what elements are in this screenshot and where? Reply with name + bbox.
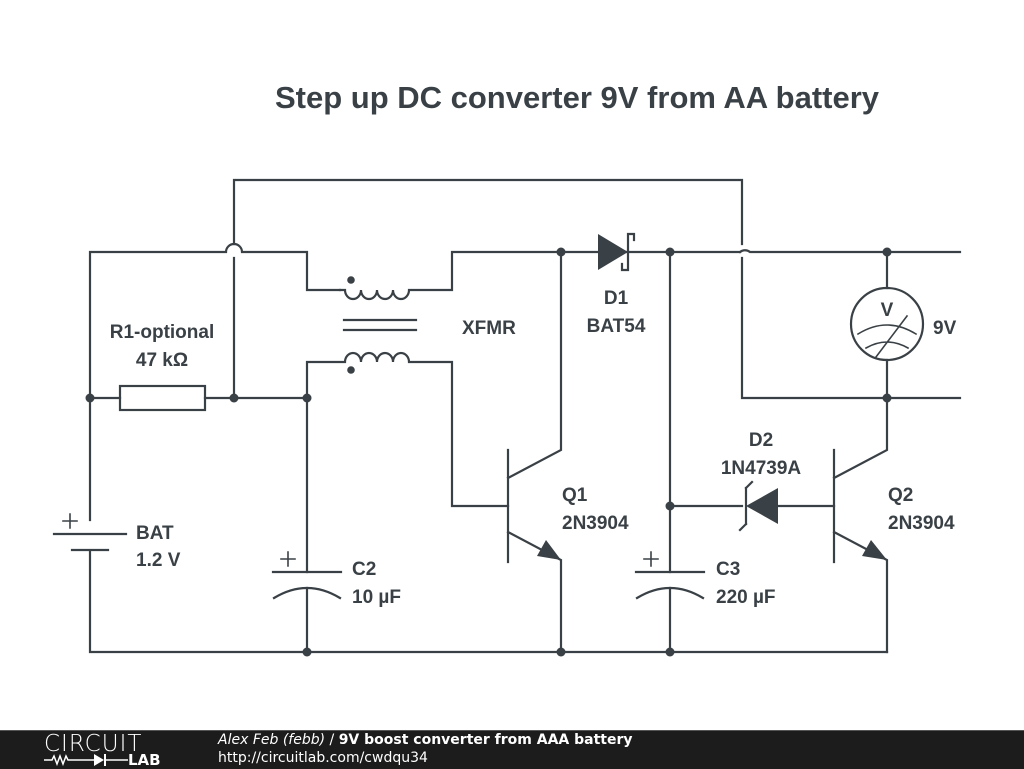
junction-dot <box>556 247 566 257</box>
capacitor-c2-plus-icon <box>280 551 296 567</box>
diode-d1-cathode <box>620 232 636 272</box>
capacitor-c3-curve <box>635 587 705 600</box>
r1-name-label: R1-optional <box>110 322 215 343</box>
d1-value-label: BAT54 <box>587 316 646 337</box>
c2-name-label: C2 <box>352 559 376 580</box>
resistor-r1 <box>118 384 207 412</box>
junction-dot <box>882 247 892 257</box>
circuit-url-link[interactable]: http://circuitlab.com/cwdqu34 <box>218 750 428 766</box>
transformer-primary <box>338 250 742 301</box>
wire-bat-positive <box>88 242 342 522</box>
transformer-secondary <box>305 351 510 508</box>
q2-name-label: Q2 <box>888 485 913 506</box>
d2-value-label: 1N4739A <box>721 458 802 479</box>
junction-dot <box>665 247 675 257</box>
c3-name-label: C3 <box>716 559 740 580</box>
transistor-q2 <box>832 396 889 654</box>
c3-value-label: 220 µF <box>716 587 776 608</box>
separator: / <box>325 732 339 748</box>
circuitlab-logo-lab: LAB <box>128 751 161 769</box>
q1-name-label: Q1 <box>562 485 588 506</box>
capacitor-c3-plus-icon <box>643 551 659 567</box>
q2-value-label: 2N3904 <box>888 513 955 534</box>
circuit-name: 9V boost converter from AAA battery <box>338 732 633 748</box>
diode-d1 <box>598 234 628 270</box>
diode-d2-cathode <box>738 480 754 532</box>
junction-dot <box>229 393 239 403</box>
junction-dot <box>302 647 312 657</box>
voltmeter <box>849 286 925 362</box>
wire-output-positive <box>738 249 962 254</box>
schematic-title: Step up DC converter 9V from AA battery <box>275 80 880 115</box>
junction-dot <box>85 393 95 403</box>
transformer-dot-secondary <box>347 366 355 374</box>
junction-dot <box>302 393 312 403</box>
footer-bar: CIRCUIT LAB Alex Feb (febb) / 9V boost c… <box>0 730 1024 769</box>
q1-value-label: 2N3904 <box>562 513 629 534</box>
voltmeter-symbol: V <box>881 300 894 321</box>
footer-attribution: Alex Feb (febb) / 9V boost converter fro… <box>218 732 633 748</box>
voltmeter-value-label: 9V <box>933 318 957 339</box>
r1-value-label: 47 kΩ <box>136 350 188 371</box>
author-link[interactable]: Alex Feb (febb) <box>218 732 326 748</box>
junction-dot <box>556 647 566 657</box>
c2-value-label: 10 µF <box>352 587 401 608</box>
d2-name-label: D2 <box>749 430 773 451</box>
transformer-core <box>342 318 418 332</box>
transformer-dot-primary <box>347 276 355 284</box>
schematic-canvas: Step up DC converter 9V from AA battery … <box>52 80 962 657</box>
junction-dot <box>665 501 675 511</box>
circuitlab-logo-text: CIRCUIT <box>44 731 143 757</box>
diode-d2 <box>746 488 778 524</box>
circuitlab-logo-icon <box>44 753 128 767</box>
transistor-q2-arrow <box>862 540 887 560</box>
voltmeter-needle-icon <box>856 314 918 359</box>
bat-value-label: 1.2 V <box>136 550 181 571</box>
battery-plus-icon <box>62 513 78 529</box>
xfmr-label: XFMR <box>462 318 516 339</box>
junction-dot <box>882 393 892 403</box>
d1-name-label: D1 <box>604 288 629 309</box>
battery-bat <box>52 532 309 654</box>
transistor-q1-arrow <box>537 540 561 560</box>
transistor-q1 <box>506 250 563 654</box>
capacitor-c2-curve <box>272 587 342 600</box>
bat-name-label: BAT <box>136 523 174 544</box>
junction-dots <box>85 247 892 657</box>
junction-dot <box>665 647 675 657</box>
